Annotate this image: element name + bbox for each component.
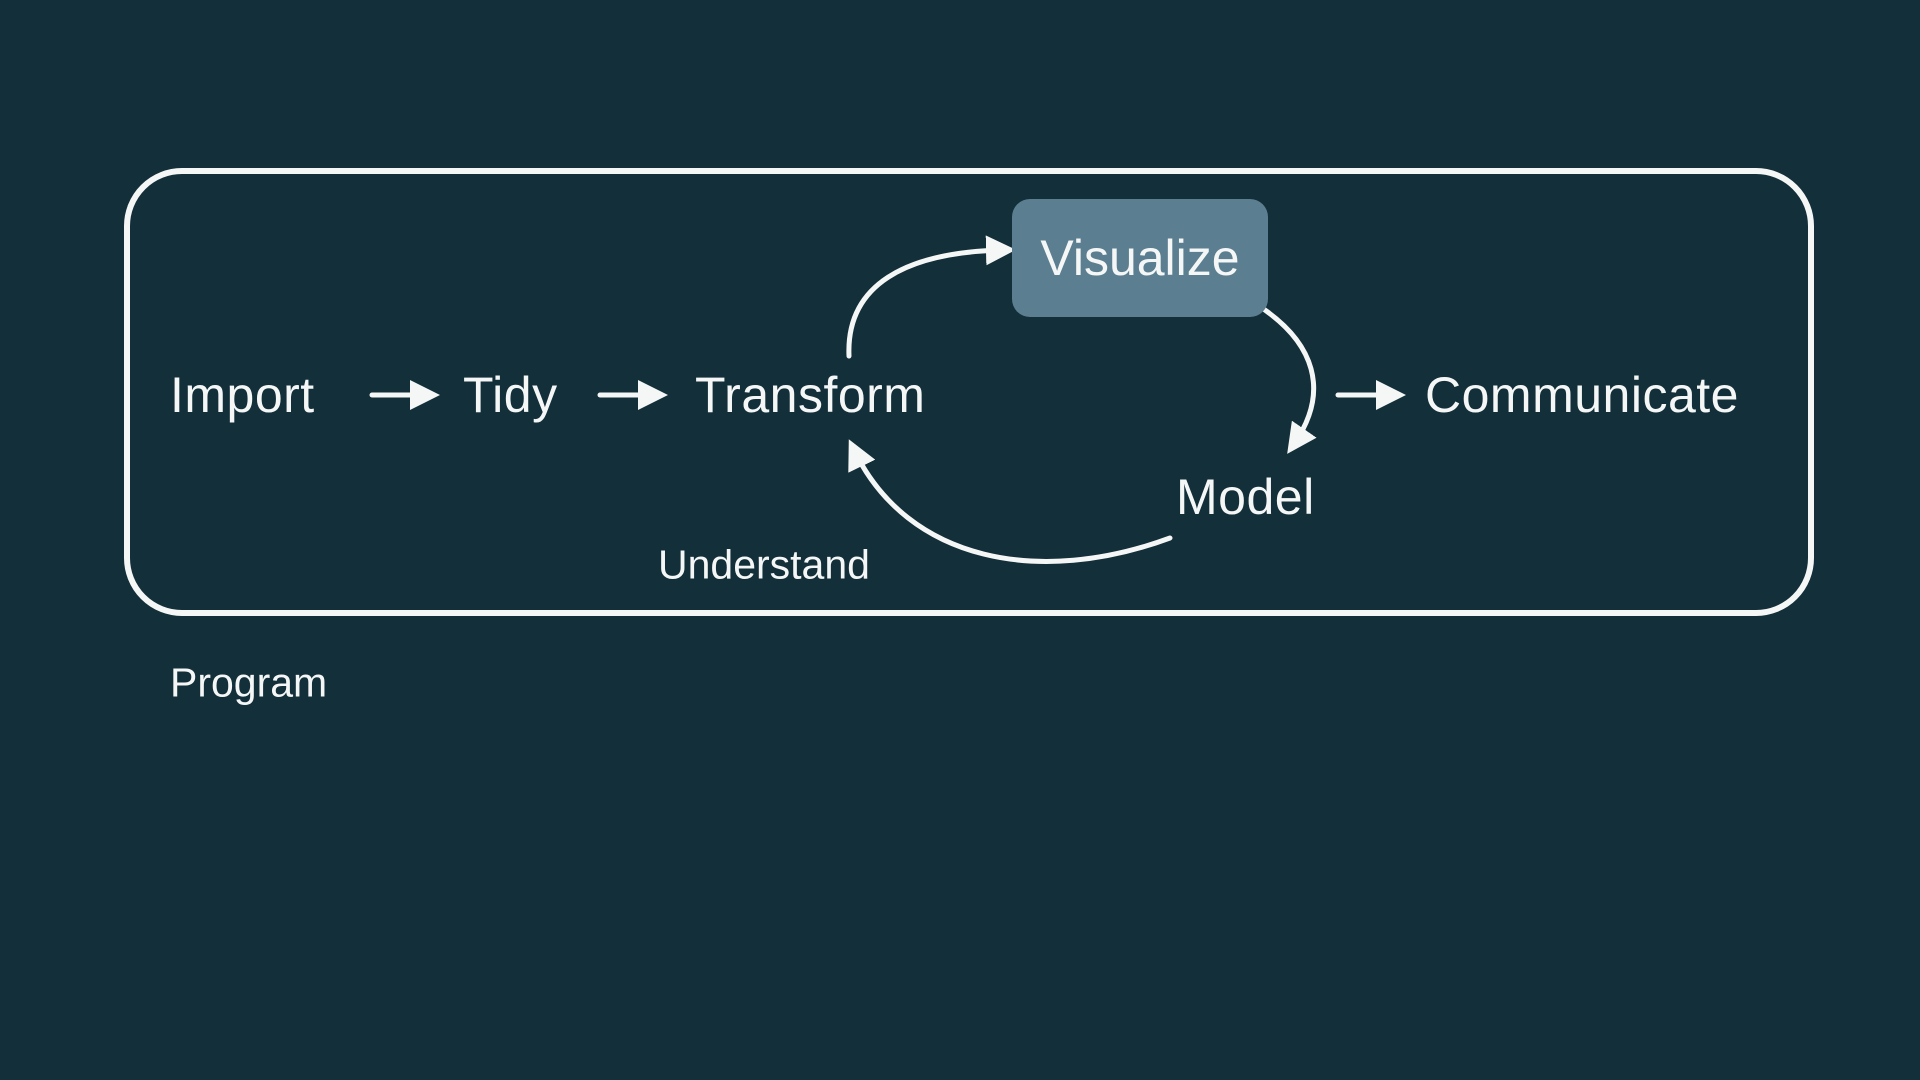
node-transform: Transform — [695, 367, 926, 423]
node-visualize: Visualize — [1012, 199, 1268, 317]
node-model: Model — [1176, 469, 1315, 525]
node-import: Import — [170, 367, 315, 423]
program-box — [124, 168, 1814, 616]
label-understand: Understand — [658, 541, 870, 588]
node-visualize-label: Visualize — [1040, 230, 1240, 286]
label-program: Program — [170, 659, 328, 706]
node-communicate: Communicate — [1425, 367, 1739, 423]
node-tidy: Tidy — [463, 367, 558, 423]
